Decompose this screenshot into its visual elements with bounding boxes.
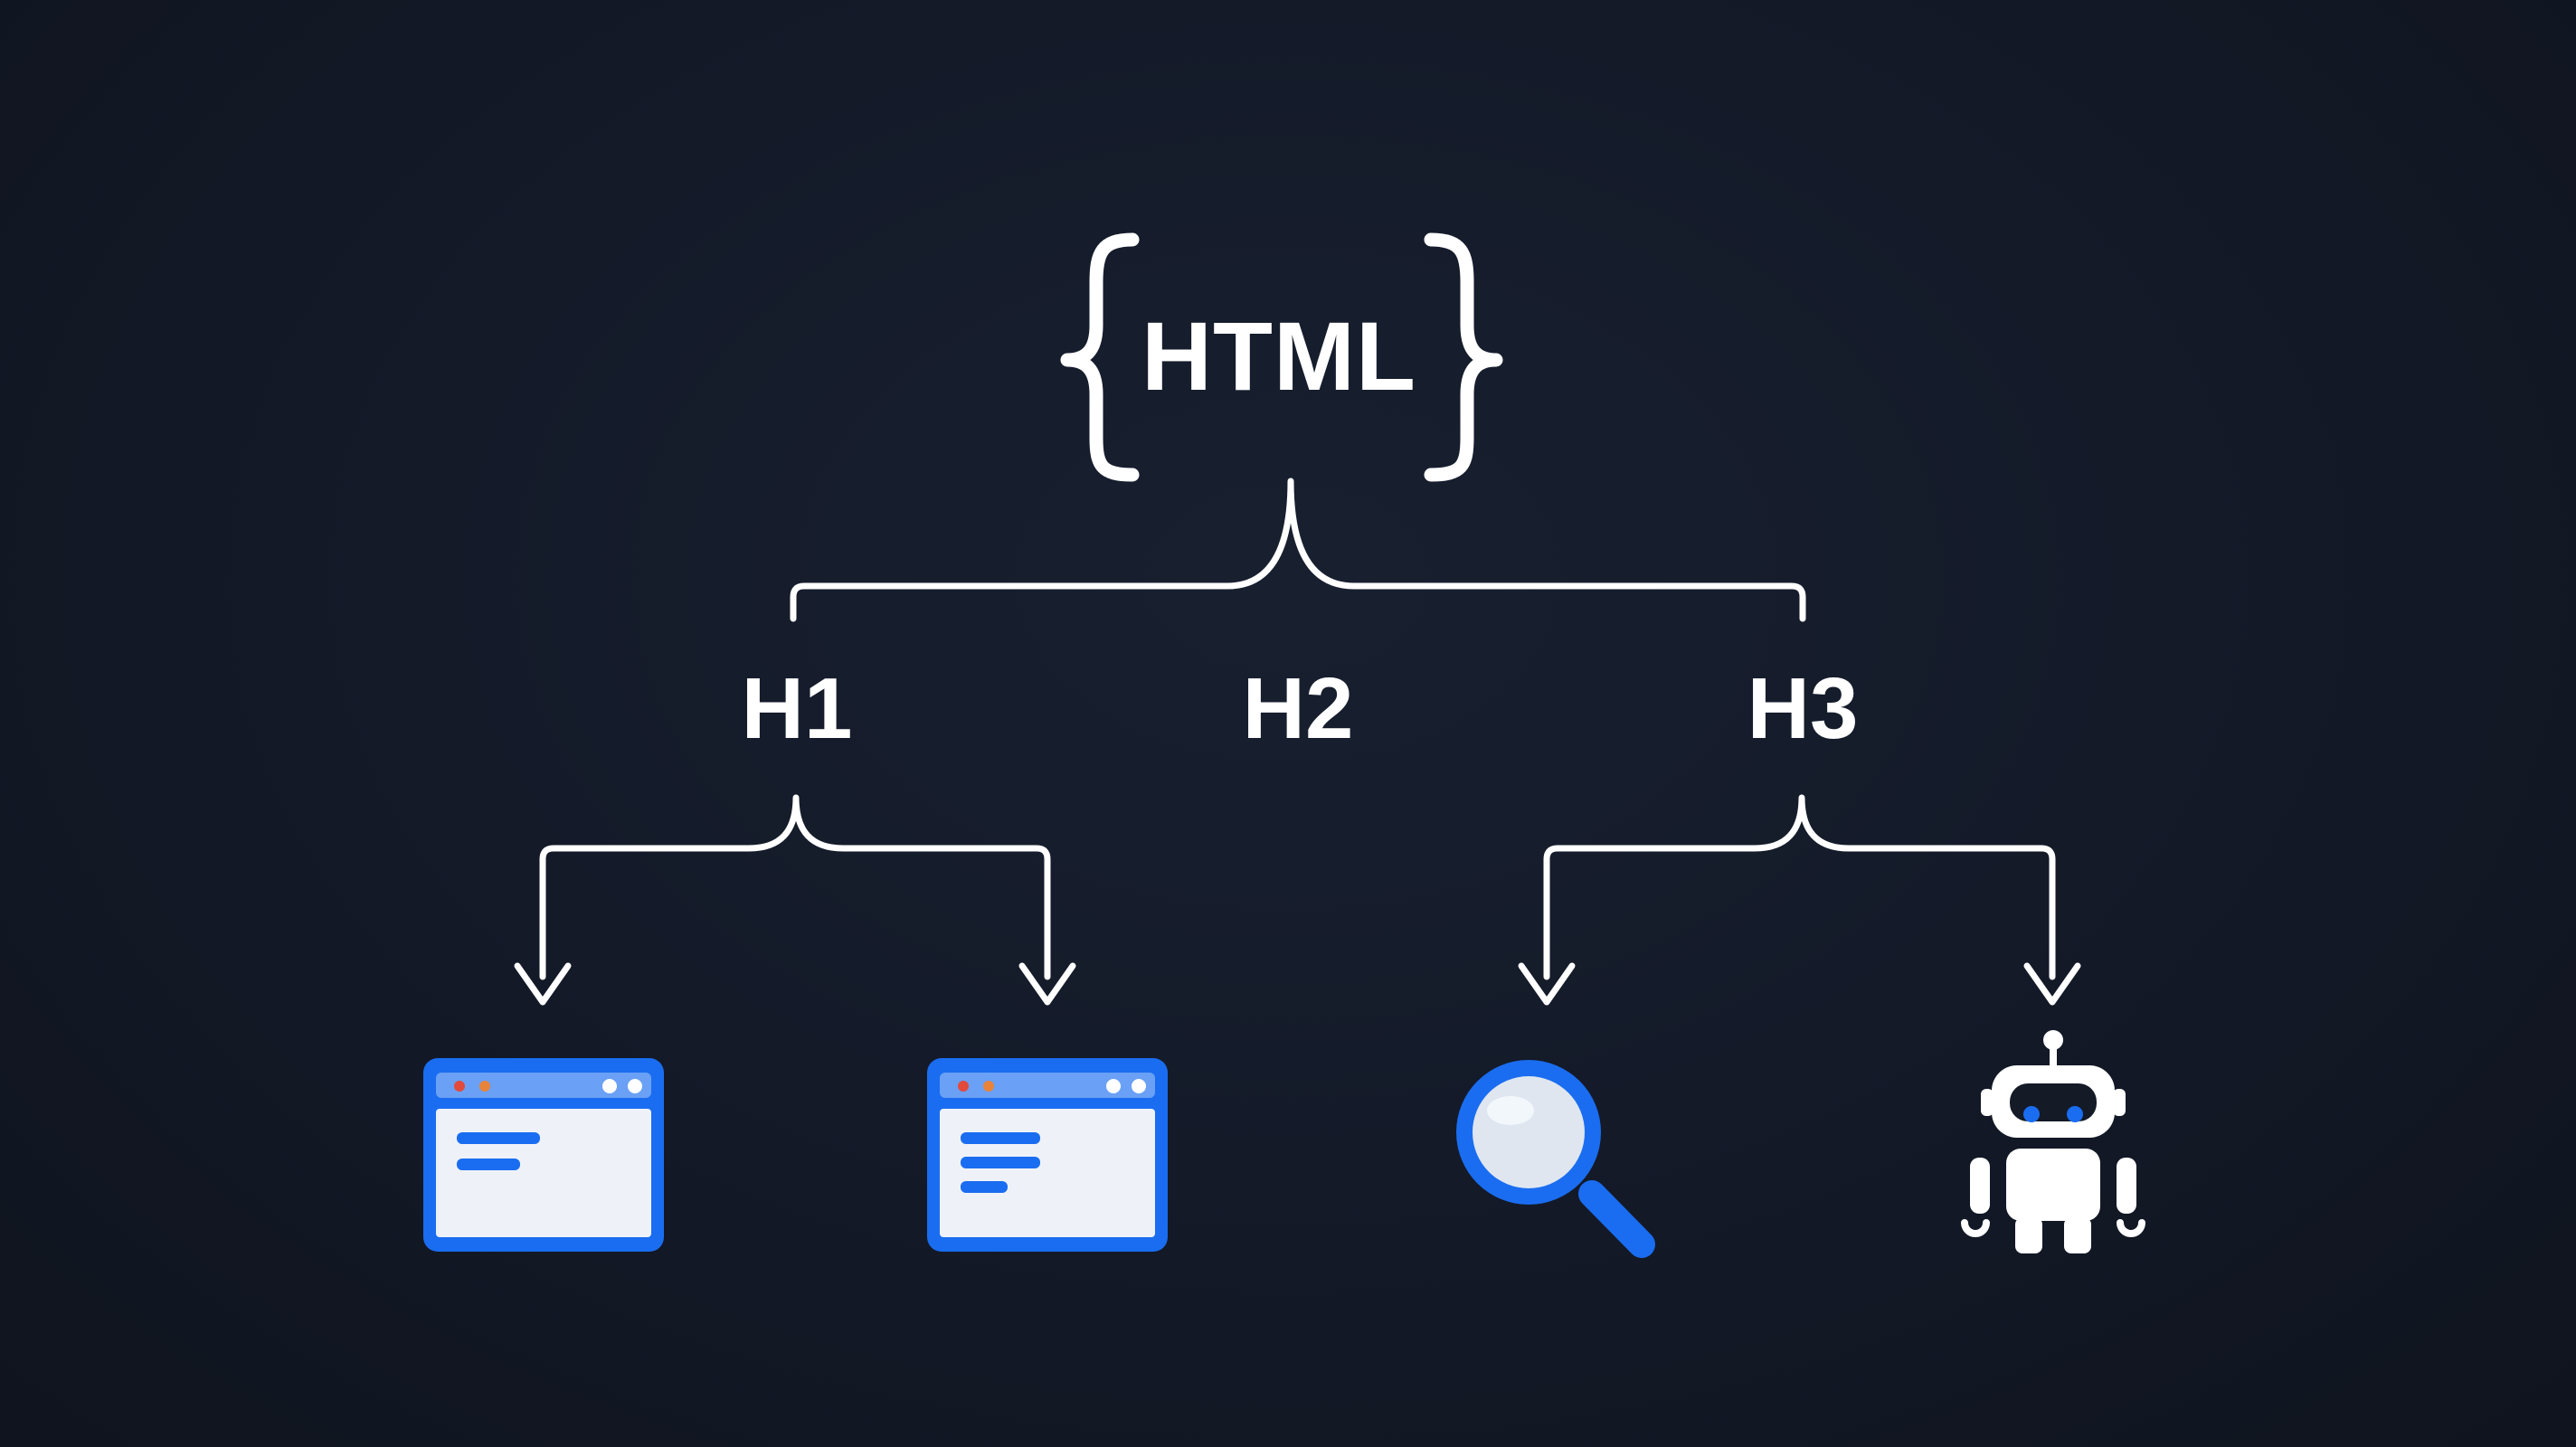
browser-window-icon bbox=[423, 1058, 664, 1252]
node-label-h1: H1 bbox=[741, 660, 853, 757]
magnifier-search-icon bbox=[1456, 1060, 1655, 1258]
arrowhead-icon bbox=[514, 962, 572, 1006]
arrowhead-icon bbox=[2023, 962, 2081, 1006]
curly-brace-left-icon bbox=[1060, 232, 1140, 482]
browser-window-icon bbox=[927, 1058, 1168, 1252]
h3-branch-connector bbox=[1543, 794, 2056, 980]
h1-branch-connector bbox=[539, 794, 1051, 980]
root-node-label: HTML bbox=[1141, 301, 1416, 411]
arrowhead-icon bbox=[1018, 962, 1076, 1006]
arrowhead-icon bbox=[1518, 962, 1576, 1006]
node-label-h2: H2 bbox=[1242, 660, 1354, 757]
node-label-h3: H3 bbox=[1747, 660, 1859, 757]
curly-brace-right-icon bbox=[1424, 232, 1503, 482]
root-brace-connector bbox=[790, 478, 1806, 622]
robot-icon bbox=[1961, 1030, 2145, 1253]
